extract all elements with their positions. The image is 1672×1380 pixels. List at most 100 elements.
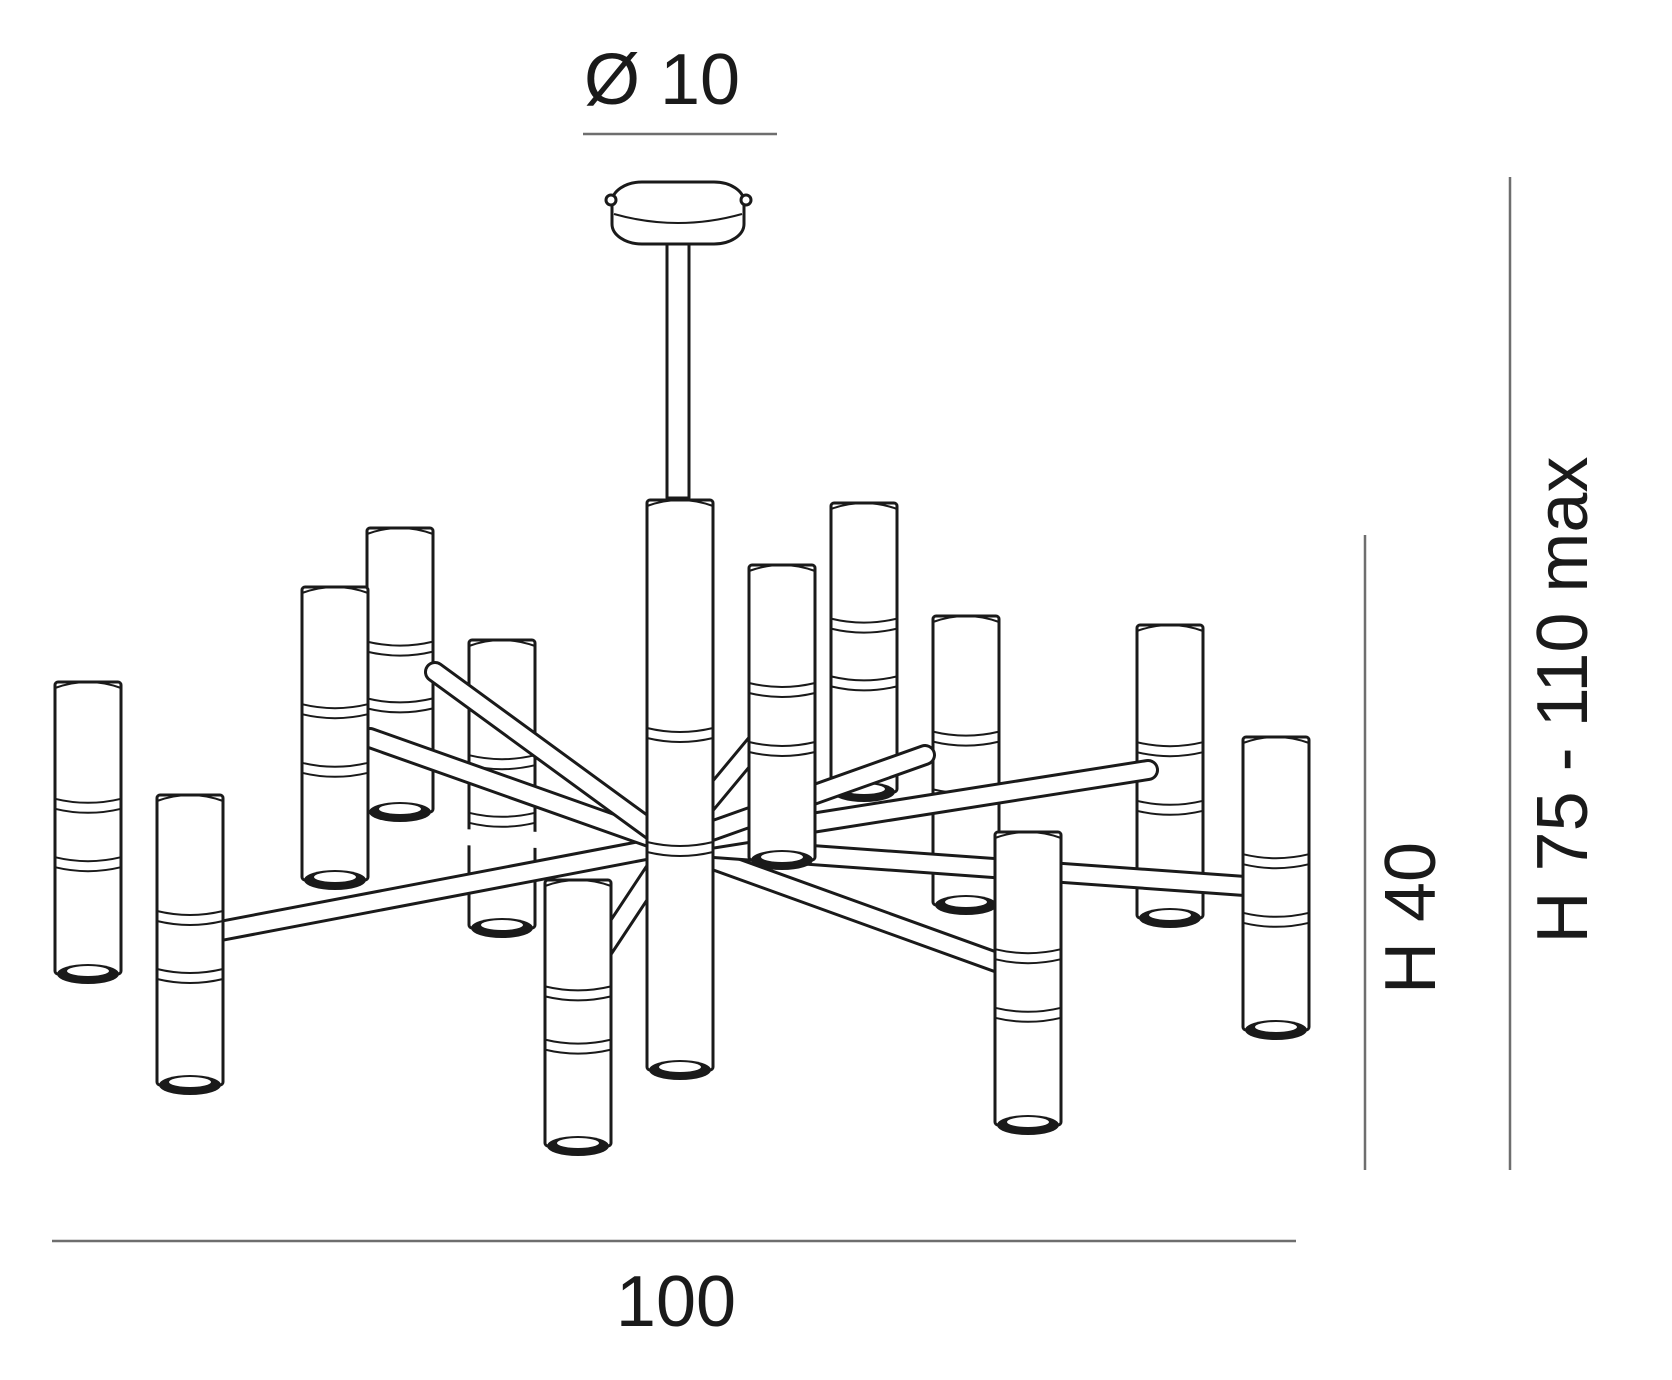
- spotlight-top: [748, 564, 816, 572]
- spotlight-band: [1136, 751, 1204, 758]
- spotlight-body: [1241, 735, 1311, 1032]
- spotlight-top: [1242, 736, 1310, 744]
- spotlight-band: [748, 682, 816, 688]
- spotlight-band: [366, 707, 434, 714]
- spotlight: [300, 585, 370, 890]
- spotlight-band: [544, 1038, 612, 1045]
- chandelier-arm: [207, 837, 680, 940]
- spotlight-band: [1136, 741, 1204, 748]
- spotlight-band: [646, 727, 714, 733]
- spotlight-band: [748, 751, 816, 757]
- spotlight-top: [366, 527, 434, 535]
- spotlight-band: [301, 703, 369, 710]
- spotlight-lens-inner: [314, 872, 356, 882]
- spotlight-band: [1242, 921, 1310, 928]
- spotlight-band: [932, 730, 1000, 737]
- spotlight-lens-inner: [481, 920, 523, 930]
- spotlight-lens-inner: [67, 966, 109, 976]
- spotlight-band: [994, 958, 1062, 965]
- spotlight-top: [54, 681, 122, 689]
- spotlight: [993, 830, 1063, 1135]
- chandelier-arm: [427, 664, 680, 853]
- spotlight-band: [468, 754, 536, 761]
- spotlight-lens-inner: [1255, 1022, 1297, 1032]
- spotlight-lens-inner: [1149, 910, 1191, 920]
- spotlight-band: [301, 761, 369, 768]
- chandelier-arm: [362, 730, 680, 853]
- spotlight-band: [994, 948, 1062, 955]
- spotlight-lens-inner: [379, 804, 421, 814]
- chandelier-arm: [664, 762, 1156, 853]
- spotlight-band: [830, 685, 898, 692]
- spotlight-top: [544, 879, 612, 887]
- spotlight-band: [468, 811, 536, 818]
- spotlight-band: [301, 713, 369, 720]
- spotlight: [645, 498, 715, 1080]
- spotlight-band: [748, 741, 816, 747]
- spotlight-band: [366, 697, 434, 704]
- spotlight-band: [544, 1048, 612, 1055]
- spotlight-band: [1242, 863, 1310, 870]
- spotlight-body: [365, 526, 435, 814]
- spotlight-body: [747, 563, 817, 862]
- spotlight-band: [1242, 911, 1310, 918]
- spotlight-body: [829, 501, 899, 794]
- spotlight-top: [994, 831, 1062, 839]
- spotlight-lens-inner: [761, 852, 803, 862]
- spotlight-band: [468, 821, 536, 828]
- spotlight-lens-inner: [659, 1062, 701, 1072]
- canopy-screw-left: [604, 193, 618, 207]
- ceiling-rod: [665, 226, 691, 500]
- chandelier-arm: [664, 837, 1018, 975]
- spotlight: [53, 680, 123, 984]
- dimension-annotations: Ø 10 100 H 40 H 75 - 110 max: [52, 40, 1603, 1342]
- spotlight-band: [54, 797, 122, 804]
- spotlight-top: [830, 502, 898, 510]
- spotlight-band: [301, 771, 369, 778]
- ceiling-mount: [604, 180, 753, 500]
- spotlight-band: [156, 920, 224, 926]
- spotlight-band: [830, 627, 898, 634]
- height-label: H 40: [1371, 842, 1451, 994]
- spotlight-body: [645, 498, 715, 1072]
- spotlight-top: [468, 639, 536, 647]
- spotlight-top: [932, 615, 1000, 623]
- spotlight-body: [993, 830, 1063, 1127]
- front-spotlights: [53, 498, 1311, 1156]
- spotlight-band: [932, 740, 1000, 747]
- spotlight-band: [54, 866, 122, 873]
- spotlight-lens-inner: [557, 1138, 599, 1148]
- spotlight-top: [646, 499, 714, 507]
- spotlight-body: [300, 585, 370, 882]
- spotlight-top: [156, 794, 224, 802]
- spotlight-band: [994, 1006, 1062, 1013]
- spotlight-band: [646, 737, 714, 743]
- spotlight-band: [994, 1016, 1062, 1023]
- spotlight-band: [156, 910, 224, 916]
- spotlight-band: [748, 692, 816, 698]
- spotlight: [365, 526, 435, 822]
- ceiling-canopy: [610, 180, 746, 246]
- spotlight-top: [301, 586, 369, 594]
- spotlight-top: [1136, 624, 1204, 632]
- spotlight-band: [646, 851, 714, 857]
- width-label: 100: [616, 1262, 736, 1342]
- canopy-rim: [613, 213, 743, 224]
- spotlight-band: [1242, 853, 1310, 860]
- spotlight: [1241, 735, 1311, 1040]
- spotlight-band: [544, 985, 612, 992]
- spotlight-band: [366, 650, 434, 657]
- spotlight-band: [830, 617, 898, 624]
- diameter-label: Ø 10: [584, 40, 740, 120]
- spotlight-band: [54, 856, 122, 863]
- spotlight-body: [155, 793, 225, 1087]
- total-height-label: H 75 - 110 max: [1523, 457, 1603, 944]
- spotlight-band: [830, 675, 898, 682]
- spotlight-band: [156, 978, 224, 984]
- spotlight-band: [54, 807, 122, 814]
- spotlight-band: [366, 640, 434, 647]
- spotlight-band: [1136, 809, 1204, 816]
- spotlight-body: [543, 878, 613, 1148]
- spotlight-lens-inner: [169, 1077, 211, 1087]
